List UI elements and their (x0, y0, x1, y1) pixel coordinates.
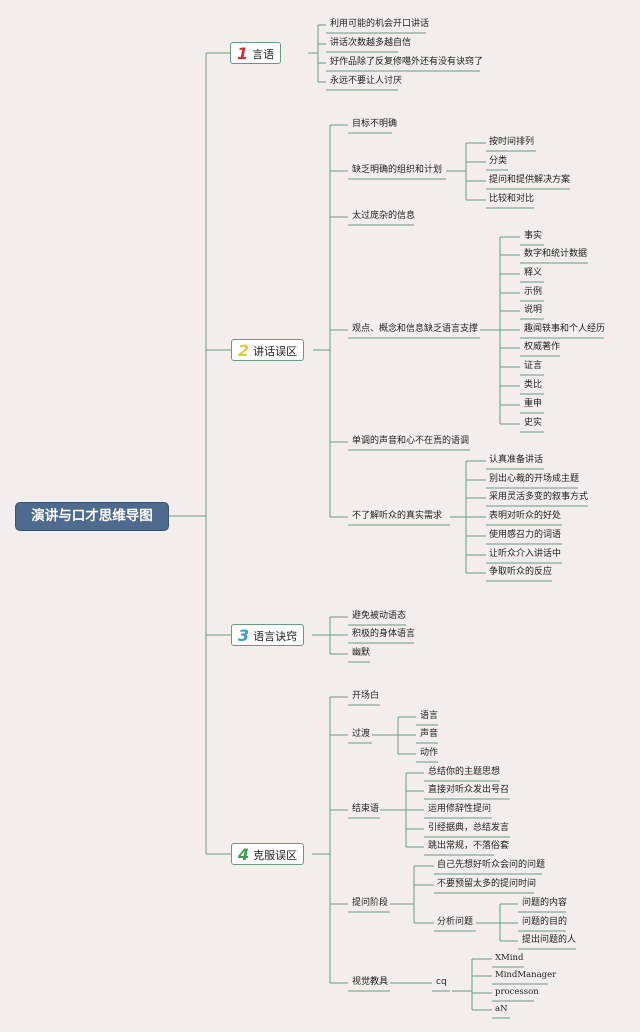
b4-transition-1[interactable]: 声音 (420, 729, 439, 739)
b2-support-2[interactable]: 释义 (524, 268, 543, 278)
b4-ending-4[interactable]: 跳出常规，不落俗套 (428, 841, 510, 851)
b2-support-3[interactable]: 示例 (524, 287, 543, 297)
b4-qa-1[interactable]: 不要预留太多的提问时间 (437, 879, 537, 889)
b4-item-1[interactable]: 过渡 (352, 729, 371, 739)
b4-visual-0[interactable]: XMind (495, 953, 524, 963)
b1-item-1[interactable]: 讲话次数越多越自信 (330, 38, 412, 48)
b1-item-0[interactable]: 利用可能的机会开口讲话 (330, 19, 430, 29)
b2-needs-6[interactable]: 争取听众的反应 (489, 567, 553, 577)
b4-item-3[interactable]: 提问阶段 (352, 898, 389, 908)
b4-visual-3[interactable]: aN (495, 1004, 508, 1014)
b2-item-3[interactable]: 观点、概念和信息缺乏语言支撑 (352, 324, 479, 334)
b2-item-0[interactable]: 目标不明确 (352, 119, 398, 129)
b2-support-10[interactable]: 史实 (524, 418, 543, 428)
root-node[interactable]: 演讲与口才思维导图 (16, 503, 168, 530)
b4-analyze-1[interactable]: 问题的目的 (522, 917, 568, 927)
b2-org-2[interactable]: 提问和提供解决方案 (489, 175, 571, 185)
b2-support-1[interactable]: 数字和统计数据 (524, 249, 588, 259)
b4-qa-0[interactable]: 自己先想好听众会问的问题 (437, 860, 546, 870)
branch-1-label: 言语 (252, 48, 275, 61)
b2-support-0[interactable]: 事实 (524, 231, 543, 241)
b4-visual-1[interactable]: MindManager (495, 970, 557, 980)
b4-transition-2[interactable]: 动作 (420, 748, 439, 758)
b3-item-2[interactable]: 幽默 (352, 648, 371, 658)
b3-item-0[interactable]: 避免被动语态 (352, 611, 407, 621)
b2-support-8[interactable]: 类比 (524, 380, 543, 390)
b2-needs-3[interactable]: 表明对听众的好处 (489, 511, 562, 521)
b4-analyze-0[interactable]: 问题的内容 (522, 898, 568, 908)
branch-2-label: 讲话误区 (253, 345, 298, 358)
b4-ending-2[interactable]: 运用修辞性提问 (428, 804, 492, 814)
b2-support-4[interactable]: 说明 (524, 305, 543, 315)
branch-3-label: 语言诀窍 (253, 630, 298, 643)
b4-visual-mid[interactable]: cq (436, 977, 447, 987)
b2-org-3[interactable]: 比较和对比 (489, 194, 535, 204)
b2-support-5[interactable]: 趣闻轶事和个人经历 (524, 324, 606, 334)
b2-needs-4[interactable]: 使用感召力的词语 (489, 530, 562, 540)
branch-2-number: 2 (238, 341, 250, 360)
b4-ending-0[interactable]: 总结你的主题思想 (428, 767, 501, 777)
b2-support-6[interactable]: 权威著作 (524, 342, 561, 352)
branch-4-number: 4 (238, 845, 250, 864)
b2-item-5[interactable]: 不了解听众的真实需求 (352, 511, 443, 521)
b4-item-0[interactable]: 开场白 (352, 691, 380, 701)
b2-needs-5[interactable]: 让听众介入讲话中 (489, 549, 562, 559)
b4-ending-3[interactable]: 引经据典，总结发言 (428, 823, 510, 833)
b1-item-2[interactable]: 好作品除了反复修噶外还有没有诀窍了 (330, 57, 484, 67)
b4-item-2[interactable]: 结束语 (352, 804, 380, 814)
b4-qa-2[interactable]: 分析问题 (437, 917, 474, 927)
b2-org-1[interactable]: 分类 (489, 156, 508, 166)
b4-visual-2[interactable]: processon (495, 987, 539, 997)
b2-support-9[interactable]: 重申 (524, 399, 543, 409)
b2-needs-1[interactable]: 别出心裁的开场成主题 (489, 474, 580, 484)
b2-item-2[interactable]: 太过庞杂的信息 (352, 211, 416, 221)
b1-item-3[interactable]: 永远不要让人讨厌 (330, 76, 403, 86)
b2-needs-0[interactable]: 认真准备讲话 (489, 455, 544, 465)
b4-ending-1[interactable]: 直接对听众发出号召 (428, 785, 510, 795)
b2-item-1[interactable]: 缺乏明确的组织和计划 (352, 165, 443, 175)
b3-item-1[interactable]: 积极的身体语言 (352, 629, 416, 639)
b4-analyze-2[interactable]: 提出问题的人 (522, 935, 577, 945)
branch-3-number: 3 (238, 626, 250, 645)
branch-4-label: 克服误区 (253, 849, 298, 862)
b2-org-0[interactable]: 按时间排列 (489, 137, 535, 147)
b4-item-4[interactable]: 视觉教具 (352, 977, 389, 987)
b2-support-7[interactable]: 证言 (524, 361, 543, 371)
b2-needs-2[interactable]: 采用灵活多变的叙事方式 (489, 492, 589, 502)
b4-transition-0[interactable]: 语言 (420, 711, 439, 721)
b2-item-4[interactable]: 单调的声音和心不在焉的语调 (352, 436, 470, 446)
branch-1-number: 1 (237, 44, 249, 63)
